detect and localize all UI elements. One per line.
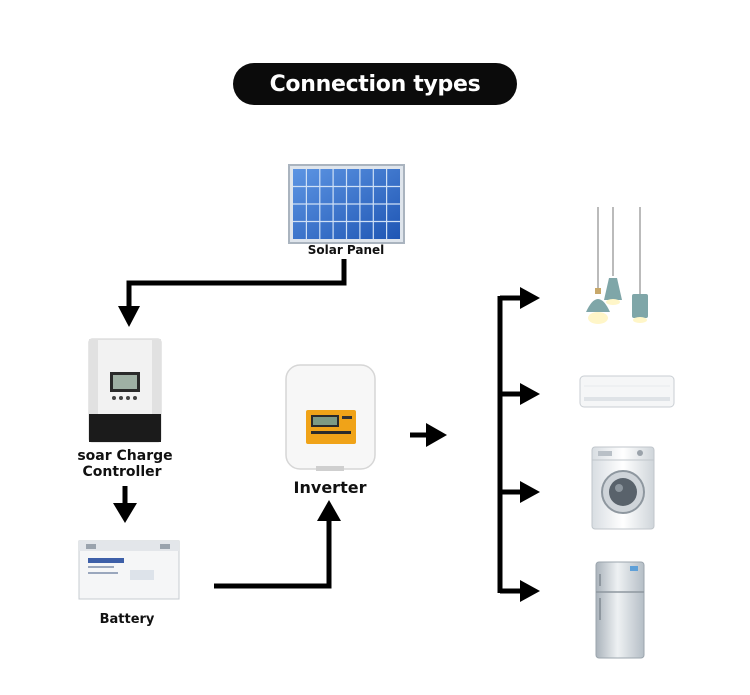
arrow-battery-to-inverter — [214, 520, 332, 589]
arrow-head-battery — [113, 503, 137, 523]
charge-controller-icon — [88, 338, 162, 443]
charge-controller-label-line2: Controller — [82, 464, 161, 480]
refrigerator-icon — [595, 561, 645, 659]
air-conditioner-icon — [579, 375, 675, 408]
charge-controller-label-line1: soar Charge — [77, 448, 172, 464]
diagram-title: Connection types — [233, 63, 517, 105]
battery-icon — [78, 540, 180, 600]
pendant-lamps-icon — [586, 207, 648, 324]
distribution-bus — [497, 287, 540, 602]
inverter-label: Inverter — [293, 478, 367, 497]
inverter-icon — [285, 364, 376, 471]
solar-panel-label: Solar Panel — [307, 243, 385, 257]
arrow-head-controller — [118, 306, 140, 327]
washing-machine-icon — [591, 446, 655, 530]
arrow-solar-to-controller — [126, 259, 347, 307]
battery-label: Battery — [99, 612, 155, 627]
solar-panel-icon — [288, 164, 405, 244]
arrow-head-loads — [426, 423, 447, 447]
arrow-head-inverter — [317, 500, 341, 521]
